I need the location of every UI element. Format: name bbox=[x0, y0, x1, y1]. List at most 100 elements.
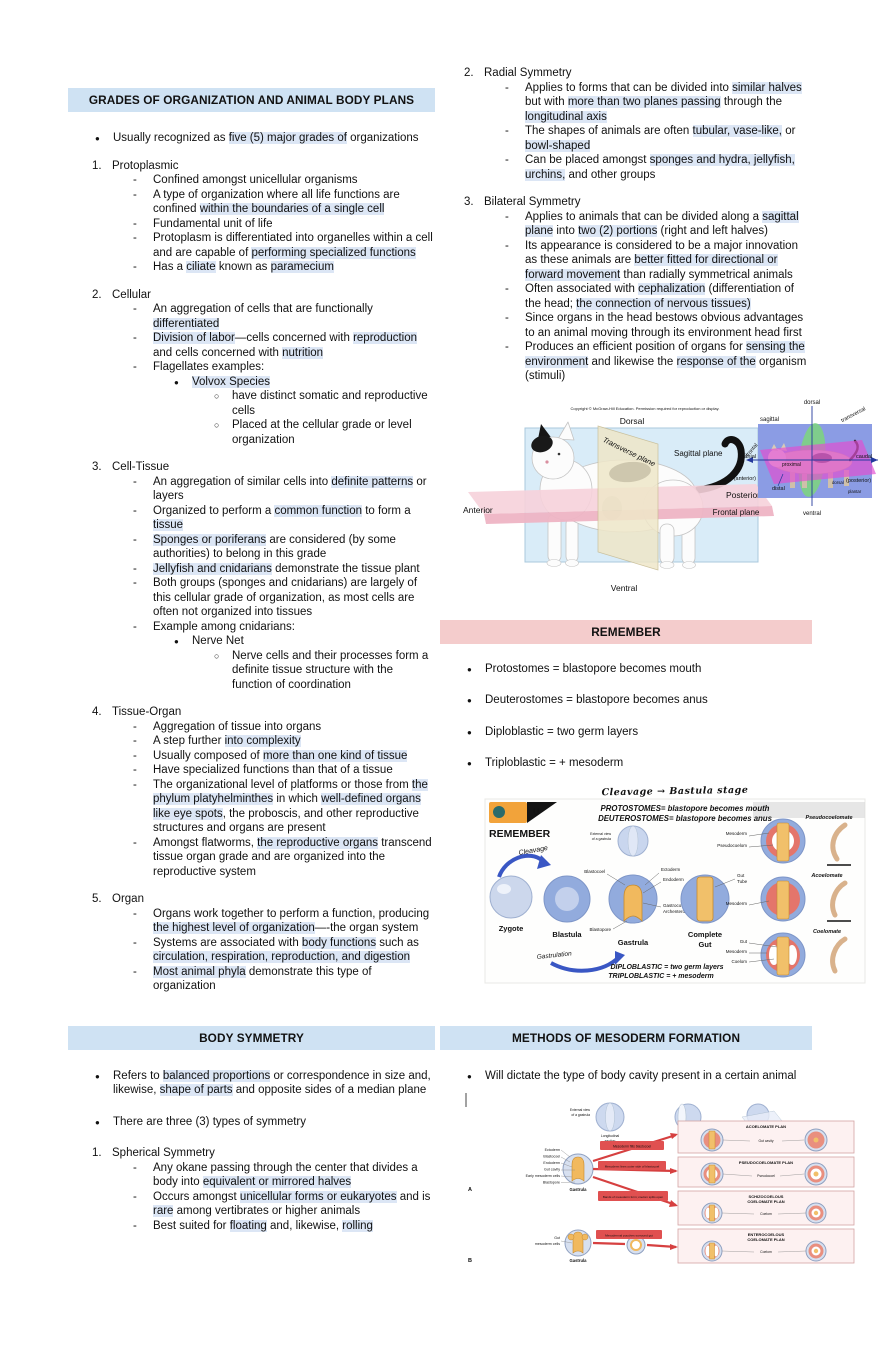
mesoderm-label-2: Mesoderm bbox=[726, 901, 748, 906]
list-item-text: Most animal phyla demonstrate this type … bbox=[153, 965, 372, 992]
highlighted-text: sponges and hydra, jellyfish, urchins, bbox=[525, 154, 795, 181]
list-item: - Has a ciliate known as paramecium bbox=[68, 260, 435, 275]
list-item-text: Protostomes = blastopore becomes mouth bbox=[485, 662, 702, 675]
highlighted-text: shape of parts bbox=[159, 1084, 233, 1096]
list-item: ●Volvox Species bbox=[68, 375, 435, 390]
highlighted-text: nutrition bbox=[282, 346, 324, 359]
list-item: -A type of organization where all life f… bbox=[68, 188, 435, 217]
list-item: -A step further into complexity bbox=[68, 734, 435, 749]
list-marker: - bbox=[133, 174, 137, 186]
list-item: -Protoplasm is differentiated into organ… bbox=[68, 231, 435, 260]
list-item-text: Has a ciliate known as paramecium bbox=[153, 261, 334, 273]
symmetry-types-list: 2.Radial Symmetry-Applies to forms that … bbox=[440, 66, 812, 384]
list-item-text: Nerve Net bbox=[192, 635, 244, 647]
list-marker: ○ bbox=[214, 420, 220, 430]
list-item: 1.Spherical Symmetry bbox=[68, 1146, 435, 1161]
highlighted-text: more than one kind of tissue bbox=[262, 749, 408, 762]
list-marker: - bbox=[133, 577, 137, 589]
list-item: -Best suited for floating and, likewise,… bbox=[68, 1219, 435, 1234]
meso-label-gut-cavity: Gut cavity bbox=[544, 1168, 560, 1172]
list-marker: ○ bbox=[214, 650, 220, 661]
list-item-text: Applies to animals that can be divided a… bbox=[525, 210, 799, 237]
grades-list: ●Usually recognized as five (5) major gr… bbox=[68, 131, 435, 994]
icon-label-long-1: Longitudinal bbox=[601, 1134, 620, 1138]
meso-tag-3: Bands of mesoderm form; coelom splits op… bbox=[603, 1195, 664, 1199]
list-marker: - bbox=[133, 907, 137, 920]
label-posterior: Posterior bbox=[726, 490, 760, 500]
list-item-text: Division of labor—cells concerned with r… bbox=[153, 332, 418, 359]
list-item-text: Systems are associated with body functio… bbox=[153, 936, 419, 963]
blastocoel-label: Blastocoel bbox=[584, 869, 605, 874]
list-item: -Any okane passing through the center th… bbox=[68, 1161, 435, 1190]
list-item: 3.Cell-Tissue bbox=[68, 460, 435, 475]
list-item-text: Flagellates examples: bbox=[153, 361, 265, 373]
list-marker: 1. bbox=[92, 1147, 102, 1159]
highlighted-text: two (2) portions bbox=[578, 225, 658, 237]
highlighted-text: Most animal phyla bbox=[153, 965, 246, 978]
highlighted-text: definite patterns bbox=[331, 475, 414, 488]
list-item: ●Triploblastic = + mesoderm bbox=[440, 756, 812, 771]
list-marker: - bbox=[505, 154, 509, 166]
ectoderm-label: Ectoderm bbox=[661, 867, 681, 872]
highlighted-text: better fitted for directional or forward… bbox=[525, 254, 778, 281]
coelom-label: Coelom bbox=[731, 959, 747, 964]
list-marker: - bbox=[133, 533, 137, 546]
list-item-text: Both groups (sponges and cnidarians) are… bbox=[153, 577, 418, 618]
list-marker: - bbox=[133, 749, 137, 762]
zygote-label: Zygote bbox=[499, 924, 524, 933]
blastopore-label: Blastopore bbox=[589, 927, 611, 932]
highlighted-text: floating bbox=[229, 1219, 267, 1232]
list-marker: ● bbox=[467, 759, 472, 768]
list-item-text: Applies to forms that can be divided int… bbox=[525, 81, 802, 123]
mini-label-distal: distal bbox=[772, 486, 785, 492]
gastrocoel-label-1: Gastrocoel/ bbox=[663, 903, 687, 908]
blastula-label: Blastula bbox=[552, 930, 582, 939]
section-header-grades: GRADES OF ORGANIZATION AND ANIMAL BODY P… bbox=[68, 88, 435, 112]
list-item: -Aggregation of tissue into organs bbox=[68, 720, 435, 735]
list-item: - Division of labor—cells concerned with … bbox=[68, 331, 435, 360]
list-item: -Since organs in the head bestows obviou… bbox=[440, 311, 812, 340]
mini-label-dorsal: dorsal bbox=[804, 400, 820, 406]
list-marker: - bbox=[133, 361, 137, 373]
list-item: - Both groups (sponges and cnidarians) ar… bbox=[68, 576, 435, 620]
list-item-text: Example among cnidarians: bbox=[153, 620, 295, 633]
list-item: ●Usually recognized as five (5) major gr… bbox=[68, 131, 435, 146]
list-item-text: Deuterostomes = blastopore becomes anus bbox=[485, 694, 708, 706]
list-item: 3.Bilateral Symmetry bbox=[440, 195, 812, 210]
meso-label-gut-b: Gut bbox=[554, 1236, 560, 1240]
pseudocoelomate-label: Pseudocoelomate bbox=[805, 815, 852, 821]
plan2-title: PSEUDOCOELOMATE PLAN bbox=[739, 1160, 793, 1165]
list-marker: - bbox=[133, 764, 137, 776]
deuterostomes-line: DEUTEROSTOMES= blastopore becomes anus bbox=[598, 814, 772, 823]
diploblastic-line: DIPLOBLASTIC = two germ layers bbox=[611, 964, 724, 971]
plan3-title-2: COELOMATE PLAN bbox=[747, 1199, 784, 1204]
meso-label-mesoderm-cells: mesoderm cells bbox=[535, 1242, 560, 1246]
highlighted-text: more than two planes passing bbox=[567, 96, 721, 108]
list-marker: - bbox=[133, 261, 137, 273]
list-item-text: Occurs amongst unicellular forms or euka… bbox=[153, 1190, 431, 1217]
body-symmetry-list: ●Refers to balanced proportions or corre… bbox=[68, 1069, 435, 1234]
list-item-text: Radial Symmetry bbox=[484, 67, 572, 79]
list-item-text: A step further into complexity bbox=[153, 735, 301, 747]
gastrulation-label: Gastrulation bbox=[536, 950, 572, 961]
endoderm-label: Endoderm bbox=[663, 877, 684, 882]
list-marker: - bbox=[505, 125, 509, 137]
list-marker: ● bbox=[95, 1071, 100, 1081]
list-marker: - bbox=[133, 188, 137, 201]
grades-section: GRADES OF ORGANIZATION AND ANIMAL BODY P… bbox=[68, 66, 435, 994]
list-item: ○have distinct somatic and reproductive … bbox=[68, 389, 435, 418]
meso-label-early-mesoderm: Early mesoderm cells bbox=[526, 1174, 561, 1178]
highlighted-text: rolling bbox=[342, 1219, 373, 1232]
list-item-text: Produces an efficient position of organs… bbox=[525, 341, 807, 382]
handwritten-annotation: Cleavage → Bastula stage bbox=[601, 784, 748, 798]
list-item: -Fundamental unit of life bbox=[68, 217, 435, 232]
mini-label-caudal: caudal bbox=[856, 454, 872, 460]
list-marker: - bbox=[133, 332, 137, 344]
list-item-text: Jellyfish and cnidarians demonstrate the… bbox=[153, 562, 420, 575]
list-item-text: Cell-Tissue bbox=[112, 461, 170, 473]
list-item: -Applies to forms that can be divided in… bbox=[440, 81, 812, 125]
list-marker: - bbox=[505, 341, 509, 353]
external-view-label-2: of a gastrula bbox=[592, 837, 611, 841]
list-item: -Most animal phyla demonstrate this type… bbox=[68, 965, 435, 994]
